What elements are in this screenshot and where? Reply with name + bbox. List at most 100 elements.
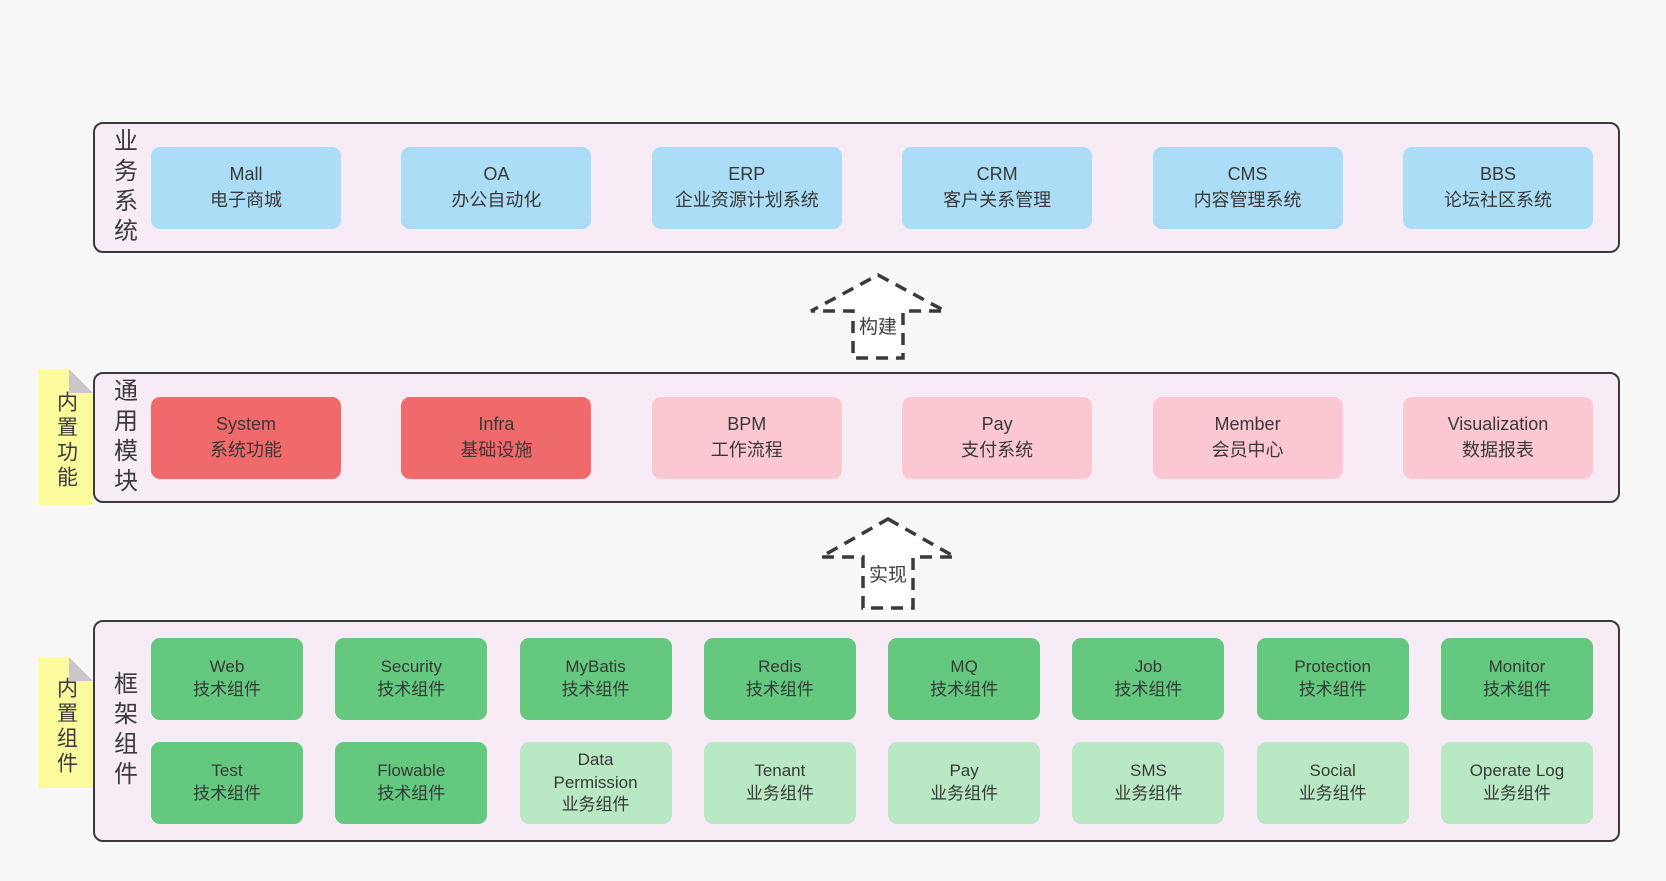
box-title: Pay [949,761,979,781]
box-flowable: Flowable 技术组件 [335,742,488,824]
box-title: Visualization [1447,413,1549,434]
box-oa: OA 办公自动化 [401,146,592,229]
layer-business-label: 业务系统 [109,127,137,248]
box-description: 支付系统 [961,439,1034,460]
box-cms: CMS 内容管理系统 [1152,146,1343,229]
box-title: System [215,413,276,434]
box-title: CRM [976,163,1018,184]
box-title: Redis [758,657,802,677]
box-title: Security [380,657,442,677]
implement-arrow: 实现 [818,517,958,611]
box-description: 办公自动化 [451,189,542,210]
box-mq: MQ 技术组件 [888,638,1041,720]
box-description: 业务组件 [1298,784,1367,803]
box-description: 业务组件 [930,784,999,803]
box-title: Infra [478,413,515,434]
box-description: 基础设施 [460,439,533,460]
layer-components-label: 框架组件 [109,671,137,791]
box-title: BPM [727,413,767,434]
box-title: ERP [728,163,766,184]
box-bpm: BPM 工作流程 [651,396,842,479]
sticky-note-builtin-components: 内置组件 [38,657,93,788]
build-arrow-label: 构建 [855,311,901,340]
box-description: 技术组件 [745,680,814,699]
box-title: Monitor [1488,657,1546,677]
layer-modules-label: 通用模块 [109,377,137,498]
build-arrow: 构建 [808,273,948,361]
box-title: Operate Log [1469,761,1565,781]
box-description: 业务组件 [1482,784,1551,803]
box-pay: Pay 支付系统 [902,396,1093,479]
box-description: 技术组件 [1298,680,1367,699]
box-title: Tenant [754,761,806,781]
box-title: Test [211,761,243,781]
box-description: 技术组件 [193,784,261,803]
box-description: 技术组件 [377,680,446,699]
box-member: Member 会员中心 [1152,396,1343,479]
box-description: 论坛社区系统 [1443,189,1552,210]
box-description: 业务组件 [561,795,630,815]
sticky-features-label: 内置功能 [54,391,78,491]
implement-arrow-label: 实现 [865,559,911,588]
box-description: 技术组件 [930,680,999,699]
box-title: SMS [1129,761,1167,781]
box-protection: Protection 技术组件 [1256,638,1409,720]
box-title: Mall [229,163,263,184]
box-description: 技术组件 [1114,680,1183,699]
folded-corner-icon [69,369,93,393]
box-description: 工作流程 [710,439,783,460]
box-title: Flowable [377,761,446,781]
box-redis: Redis 技术组件 [703,638,856,720]
box-description: 业务组件 [745,784,814,803]
box-bbs: BBS 论坛社区系统 [1402,146,1593,229]
sticky-components-label: 内置组件 [54,676,78,777]
box-sms: SMS 业务组件 [1072,742,1225,824]
box-tenant: Tenant 业务组件 [703,742,856,824]
box-title: Job [1134,657,1163,677]
box-description: 技术组件 [561,680,630,699]
box-description: 内容管理系统 [1193,189,1302,210]
box-operate-log: Operate Log 业务组件 [1440,742,1593,824]
box-crm: CRM 客户关系管理 [902,146,1093,229]
box-description: 技术组件 [377,784,446,803]
box-title: BBS [1479,163,1516,184]
box-title: Web [209,657,245,677]
box-title: Pay [981,413,1013,434]
box-title: OA [483,163,510,184]
box-title: Protection [1294,657,1371,677]
box-description: 会员中心 [1211,439,1284,460]
box-job: Job 技术组件 [1072,638,1225,720]
box-pay: Pay 业务组件 [888,742,1041,824]
box-security: Security 技术组件 [335,638,488,720]
box-test: Test 技术组件 [151,742,303,824]
box-description: 业务组件 [1114,784,1183,803]
box-visualization: Visualization 数据报表 [1402,396,1593,479]
box-title: CMS [1227,163,1268,184]
box-infra: Infra 基础设施 [401,396,592,479]
box-mybatis: MyBatis 技术组件 [519,638,672,720]
box-monitor: Monitor 技术组件 [1440,638,1593,720]
box-description: 技术组件 [1482,680,1551,699]
box-description: 数据报表 [1461,439,1534,460]
box-title: Member [1214,413,1281,434]
box-description: 客户关系管理 [943,189,1052,210]
sticky-note-builtin-features: 内置功能 [38,369,93,505]
box-title: MQ [950,657,978,677]
box-title: MyBatis [565,657,626,677]
folded-corner-icon [69,657,93,681]
